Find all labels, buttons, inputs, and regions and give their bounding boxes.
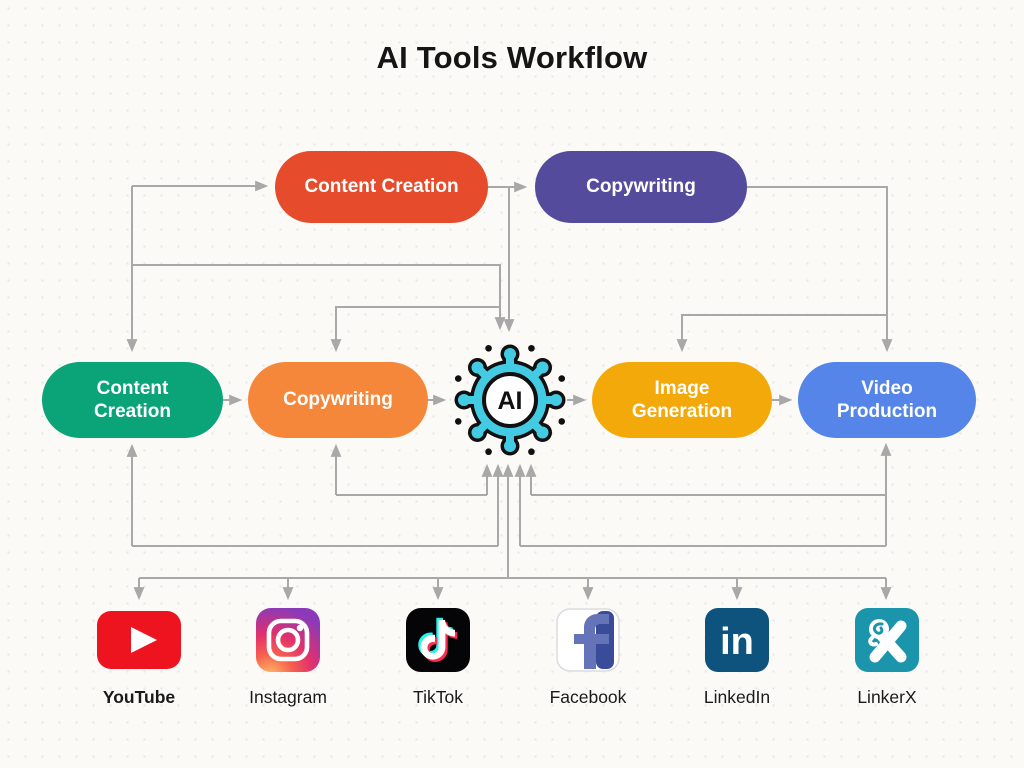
node-content-creation: Content Creation [42,362,223,438]
page-title: AI Tools Workflow [376,40,648,75]
linkedin-label: LinkedIn [703,687,771,707]
node-copywriting: Copywriting [248,362,428,438]
node-copywriting-top: Copywriting [535,151,747,223]
linkedin-icon: in [705,608,769,672]
youtube-icon [97,611,181,669]
node-image-generation: Image Generation [592,362,772,438]
svg-text:in: in [720,621,754,663]
instagram-label: Instagram [249,687,327,707]
ai-hub-icon: AI [454,344,566,456]
tiktok-label: TikTok [413,687,463,707]
node-video-production: Video Production [798,362,976,438]
ai-hub-label: AI [498,387,523,415]
facebook-icon [556,608,620,672]
tiktok-icon [406,608,470,672]
node-content-creation-top: Content Creation [275,151,488,223]
linkerx-label: LinkerX [857,687,917,707]
facebook-label: Facebook [549,687,627,707]
linkerx-icon [855,608,919,672]
instagram-icon [256,608,320,672]
youtube-label: YouTube [102,687,176,707]
